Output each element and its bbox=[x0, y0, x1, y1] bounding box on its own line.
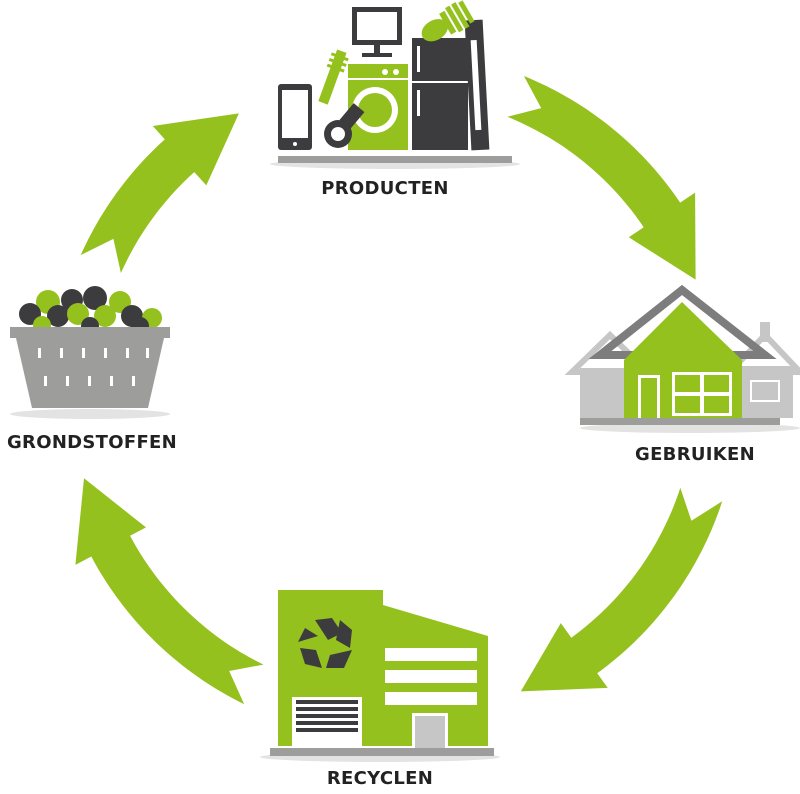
stage-label-producten: PRODUCTEN bbox=[321, 178, 449, 199]
recycle-symbol-icon bbox=[298, 618, 352, 668]
arrow-grondstoffen-to-producten bbox=[80, 113, 239, 274]
stage-label-recyclen: RECYCLEN bbox=[326, 768, 434, 789]
stage-label-gebruiken: GEBRUIKEN bbox=[635, 444, 755, 465]
arrow-gebruiken-to-recyclen bbox=[520, 487, 723, 692]
stage-label-grondstoffen: GRONDSTOFFEN bbox=[6, 432, 178, 453]
arrow-recyclen-to-grondstoffen bbox=[75, 478, 264, 705]
arrow-producten-to-gebruiken bbox=[507, 76, 696, 280]
